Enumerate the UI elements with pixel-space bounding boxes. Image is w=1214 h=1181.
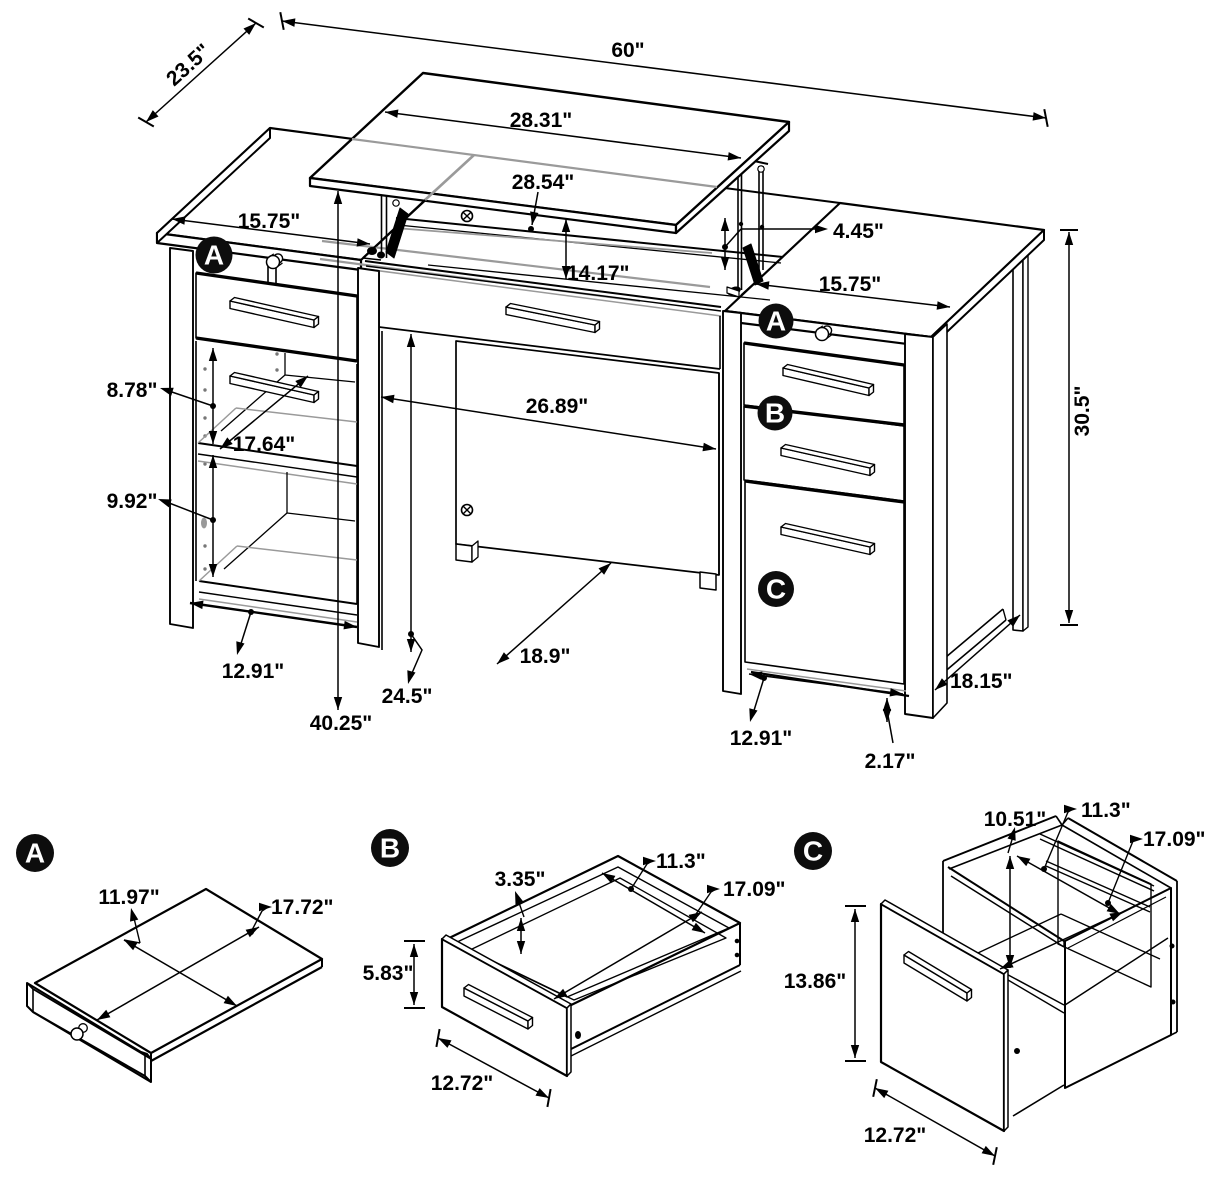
- svg-text:A: A: [766, 306, 786, 337]
- svg-text:60": 60": [611, 39, 644, 62]
- svg-text:C: C: [803, 836, 823, 867]
- svg-text:B: B: [765, 398, 785, 429]
- svg-text:14.17": 14.17": [567, 262, 630, 285]
- svg-text:28.31": 28.31": [510, 109, 573, 132]
- svg-text:18.9": 18.9": [520, 645, 571, 668]
- svg-text:28.54": 28.54": [512, 171, 575, 194]
- svg-text:11.3": 11.3": [1081, 799, 1131, 822]
- svg-text:17.64": 17.64": [233, 433, 296, 456]
- svg-text:2.17": 2.17": [865, 750, 916, 773]
- svg-text:17.09": 17.09": [1143, 828, 1206, 851]
- svg-text:4.45": 4.45": [833, 220, 884, 243]
- svg-text:B: B: [380, 833, 400, 864]
- svg-text:C: C: [766, 574, 786, 605]
- svg-text:3.35": 3.35": [495, 868, 546, 891]
- svg-text:12.72": 12.72": [864, 1124, 927, 1147]
- svg-text:12.72": 12.72": [431, 1072, 494, 1095]
- svg-text:9.92": 9.92": [107, 490, 158, 513]
- svg-text:13.86": 13.86": [784, 970, 847, 993]
- svg-text:A: A: [25, 838, 45, 869]
- svg-text:40.25": 40.25": [310, 712, 373, 735]
- svg-text:11.3": 11.3": [656, 850, 706, 873]
- svg-text:12.91": 12.91": [222, 660, 285, 683]
- svg-text:17.72": 17.72": [271, 896, 334, 919]
- svg-text:11.97": 11.97": [98, 886, 159, 909]
- svg-text:26.89": 26.89": [526, 395, 589, 418]
- svg-text:18.15": 18.15": [950, 670, 1013, 693]
- svg-text:8.78": 8.78": [107, 379, 158, 402]
- svg-text:15.75": 15.75": [238, 210, 301, 233]
- svg-text:30.5": 30.5": [1071, 386, 1094, 437]
- svg-text:5.83": 5.83": [363, 962, 414, 985]
- svg-text:A: A: [204, 240, 224, 271]
- svg-text:24.5": 24.5": [382, 685, 433, 708]
- svg-text:17.09": 17.09": [723, 878, 786, 901]
- svg-text:12.91": 12.91": [730, 727, 793, 750]
- svg-text:15.75": 15.75": [819, 273, 882, 296]
- svg-text:10.51": 10.51": [984, 808, 1047, 831]
